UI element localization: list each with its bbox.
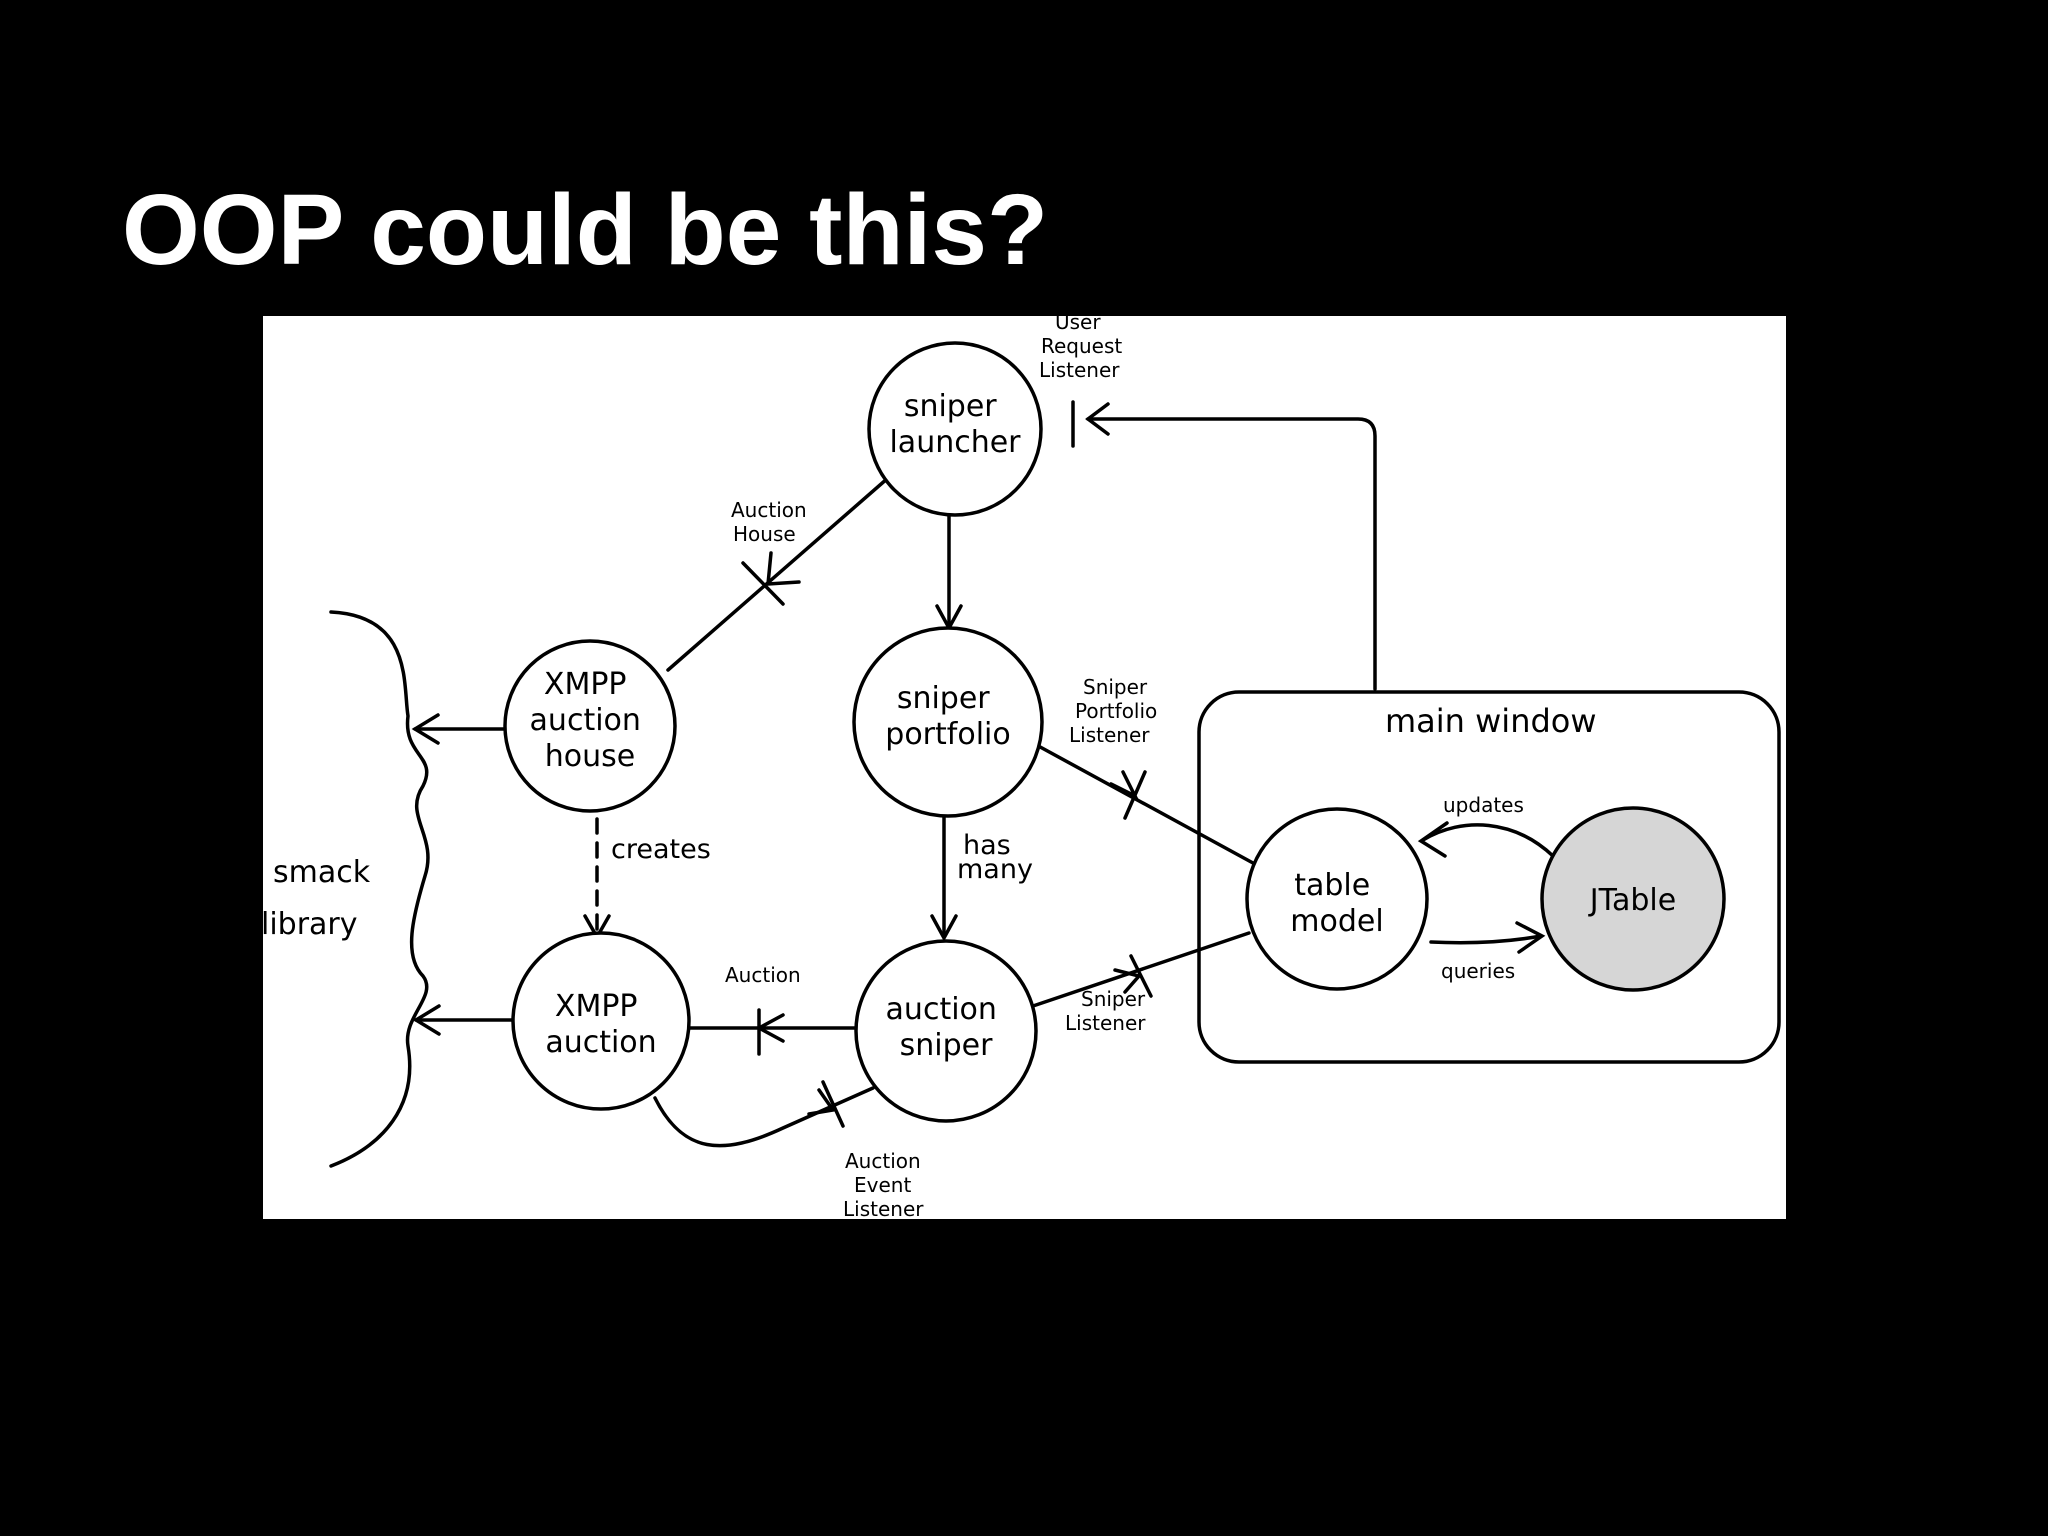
sniper-portfolio-listener-label: Sniper Portfolio Listener: [1069, 675, 1164, 747]
edge-model-queries-jtable: [1429, 934, 1543, 945]
user-request-listener-label: User Request Listener: [1039, 316, 1129, 382]
node-jtable: JTable: [1540, 806, 1726, 992]
port-mark: [821, 1080, 845, 1128]
smack-library-cloud: [329, 610, 430, 1168]
creates-label: creates: [611, 834, 711, 865]
arrowhead: [766, 551, 801, 586]
auction-event-listener-label: Auction Event Listener: [843, 1149, 927, 1219]
edge-portfolio-to-table-model: [1029, 740, 1255, 865]
diagram-panel: smack library main window User Request L…: [263, 316, 1786, 1219]
architecture-diagram: smack library main window User Request L…: [263, 316, 1781, 1219]
arrowhead: [1085, 402, 1110, 436]
node-auction-sniper: auction sniper: [854, 939, 1038, 1123]
node-label: sniper launcher: [889, 389, 1021, 460]
node-label: sniper portfolio: [885, 681, 1010, 752]
node-xmpp-auction-house: XMPP auction house: [503, 639, 677, 813]
port-mark: [741, 561, 785, 606]
node-label: table model: [1290, 868, 1383, 939]
auction-house-edge-label: Auction House: [731, 498, 813, 546]
node-sniper-portfolio: sniper portfolio: [852, 626, 1044, 818]
edge-sniper-to-table-model: [1031, 931, 1251, 1008]
main-window-frame: [1197, 690, 1781, 1064]
port-mark: [1123, 770, 1147, 820]
node-label: JTable: [1588, 883, 1676, 918]
arrowhead: [1113, 968, 1143, 994]
has-many-label: has many: [957, 830, 1033, 885]
node-label: XMPP auction: [545, 989, 656, 1060]
edge-jtable-updates-model: [1421, 823, 1555, 858]
arrowhead: [1515, 921, 1546, 954]
arrowhead: [412, 1004, 441, 1036]
node-table-model: table model: [1245, 807, 1429, 991]
slide-title: OOP could be this?: [122, 174, 1049, 286]
arrowhead: [807, 1088, 837, 1116]
auction-edge-label: Auction: [725, 963, 801, 987]
node-label: XMPP auction house: [530, 667, 651, 774]
sniper-listener-label: Sniper Listener: [1065, 987, 1152, 1035]
arrowhead: [1417, 821, 1449, 858]
port-mark: [1129, 954, 1153, 998]
edge-auction-event-listener: [653, 1086, 875, 1148]
queries-label: queries: [1441, 959, 1515, 983]
arrowhead: [930, 914, 958, 942]
edge-main-window-to-launcher: [1086, 417, 1377, 691]
main-window-label: main window: [1385, 702, 1597, 740]
updates-label: updates: [1443, 793, 1524, 817]
node-xmpp-auction: XMPP auction: [511, 931, 691, 1111]
edge-launcher-to-auction-house: [666, 476, 890, 672]
arrowhead: [411, 713, 440, 745]
node-label: auction sniper: [886, 992, 1007, 1063]
node-sniper-launcher: sniper launcher: [867, 341, 1043, 517]
smack-library-label: smack library: [263, 855, 380, 942]
